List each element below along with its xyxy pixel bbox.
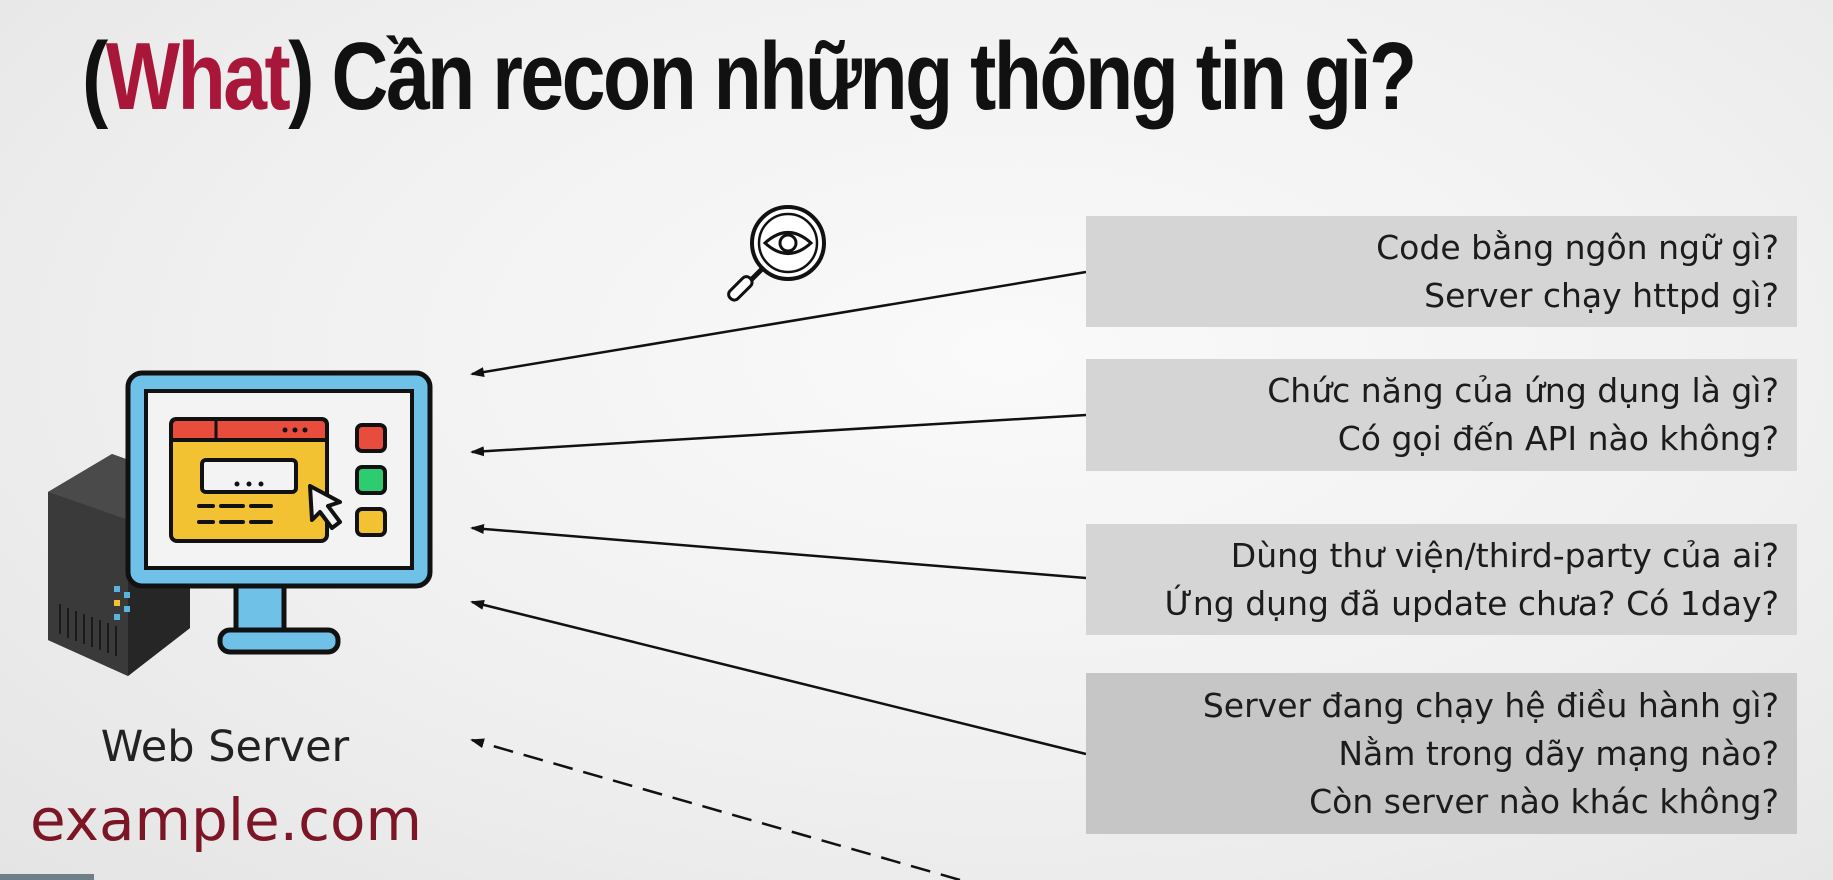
question-line: Nằm trong dãy mạng nào?: [1338, 733, 1779, 773]
arrow-language: [470, 270, 1087, 377]
arrow-functionality: [470, 413, 1087, 457]
arrow-os-network: [470, 600, 1087, 756]
question-box-language: Code bằng ngôn ngữ gì? Server chạy httpd…: [1086, 216, 1797, 327]
corner-decoration: [0, 874, 94, 880]
arrow-libraries: [470, 523, 1087, 580]
title-accent-word: What: [105, 23, 291, 130]
domain-label: example.com: [30, 786, 422, 854]
arrow-dashed-extra: [470, 738, 961, 880]
question-line: Còn server nào khác không?: [1309, 781, 1779, 821]
page-title: (What) Cần recon những thông tin gì?: [82, 22, 1417, 132]
question-line: Server chạy httpd gì?: [1424, 275, 1779, 315]
question-line: Server đang chạy hệ điều hành gì?: [1202, 685, 1779, 725]
question-box-functionality: Chức năng của ứng dụng là gì? Có gọi đến…: [1086, 359, 1797, 471]
title-close-paren: ): [288, 23, 314, 130]
question-line: Chức năng của ứng dụng là gì?: [1267, 371, 1779, 410]
question-line: Ứng dụng đã update chưa? Có 1day?: [1164, 583, 1779, 623]
question-line: Có gọi đến API nào không?: [1337, 419, 1779, 458]
arrow-group: [470, 270, 1087, 880]
question-box-os-network: Server đang chạy hệ điều hành gì? Nằm tr…: [1086, 673, 1797, 834]
question-line: Code bằng ngôn ngữ gì?: [1376, 227, 1779, 267]
title-question: Cần recon những thông tin gì?: [312, 23, 1417, 130]
question-line: Dùng thư viện/third-party của ai?: [1230, 535, 1779, 575]
question-box-libraries: Dùng thư viện/third-party của ai? Ứng dụ…: [1086, 524, 1797, 635]
web-server-label: Web Server: [100, 722, 350, 772]
title-open-paren: (: [82, 23, 108, 130]
monitor-webpage-icon: [125, 370, 433, 655]
magnifier-eye-icon: [727, 205, 826, 302]
